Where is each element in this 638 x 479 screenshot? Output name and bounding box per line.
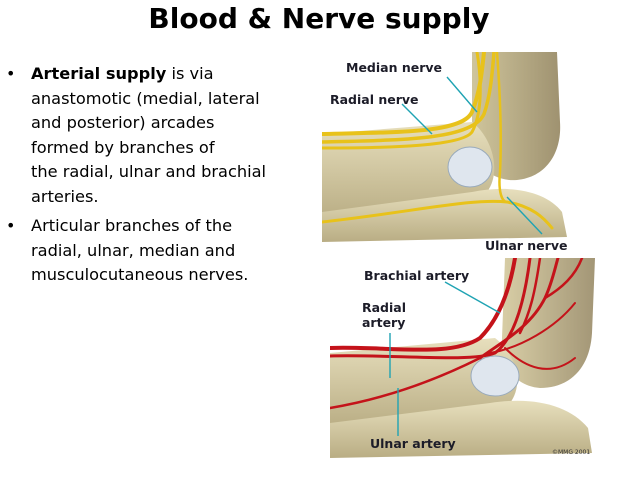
- nerve-leader-lines: [401, 76, 543, 235]
- label-median-nerve: Median nerve: [346, 60, 442, 75]
- bullet-text-line: the radial, ulnar and brachial: [31, 162, 267, 181]
- bullet-list: • Arterial supply is via anastomotic (me…: [0, 62, 330, 288]
- artery-diagram: Brachial artery Radial artery Ulnar arte…: [330, 258, 602, 463]
- bullet-text-line: and posterior) arcades: [31, 113, 215, 132]
- bullet-text-line: musculocutaneous nerves.: [31, 265, 249, 284]
- label-radial-nerve: Radial nerve: [330, 92, 419, 107]
- bullet-bold-term: Arterial supply: [31, 64, 167, 83]
- joint-cartilage: [447, 146, 493, 188]
- nerve-bundle: [322, 52, 554, 230]
- label-radial-artery-line2: artery: [362, 315, 405, 330]
- bullet-text-line: radial, ulnar, median and: [31, 240, 236, 260]
- bullet-text-line: formed by branches of: [31, 137, 215, 157]
- ulna-bone: [330, 400, 592, 458]
- bullet-dot: •: [6, 64, 16, 83]
- bullet-text-line: is via: [166, 64, 214, 83]
- humerus-bone: [472, 52, 561, 181]
- artery-illustration: Brachial artery Radial artery Ulnar arte…: [330, 258, 602, 463]
- label-radial-artery-line1: Radial: [362, 300, 406, 315]
- nerve-diagram: Median nerve Radial nerve Ulnar nerve: [322, 52, 594, 252]
- bullet-text-line: Articular branches of the: [31, 216, 233, 235]
- copyright-notice: ©MMG 2001: [552, 449, 590, 456]
- bullet-text-line: anastomotic (medial, lateral: [31, 88, 260, 108]
- bullet-dot: •: [6, 216, 16, 235]
- artery-network: [330, 258, 584, 410]
- bullet-articular-branches: • Articular branches of the radial, ulna…: [0, 214, 330, 288]
- nerve-illustration: Median nerve Radial nerve Ulnar nerve: [322, 52, 594, 252]
- label-brachial-artery: Brachial artery: [364, 268, 469, 283]
- artery-leader-lines: [389, 281, 501, 436]
- label-ulnar-artery: Ulnar artery: [370, 436, 456, 451]
- bullet-arterial-supply: • Arterial supply is via anastomotic (me…: [0, 62, 330, 209]
- label-ulnar-nerve: Ulnar nerve: [485, 238, 567, 252]
- slide-title: Blood & Nerve supply: [148, 2, 490, 35]
- bullet-text-line: arteries.: [31, 186, 99, 206]
- joint-cartilage: [470, 355, 520, 397]
